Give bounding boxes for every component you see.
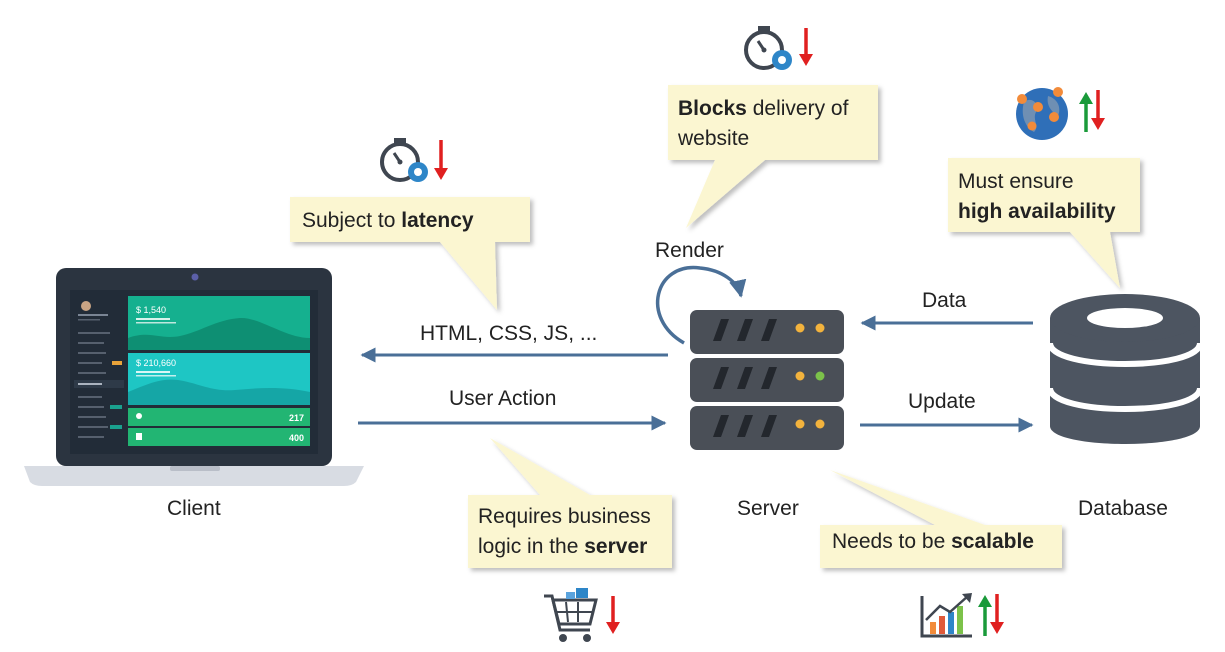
laptop-icon: $ 1,540 $ 210,660 217 400	[24, 268, 364, 486]
callout-scalable: Needs to be scalable	[832, 530, 1034, 553]
callout-scalable-shape	[820, 470, 1062, 568]
edge-label-render: Render	[655, 239, 724, 262]
laptop-stat-likes	[128, 428, 310, 446]
server-unit-2	[690, 358, 844, 402]
server-icon	[690, 310, 844, 450]
database-icon	[1047, 294, 1203, 444]
laptop-card-annual-value: $ 1,540	[136, 305, 166, 315]
server-unit-3	[690, 406, 844, 450]
callout-latency: Subject to latency	[302, 209, 474, 232]
arrow-down-icon	[434, 140, 448, 180]
stopwatch-gear-icon	[380, 138, 428, 182]
database-label: Database	[1078, 497, 1168, 520]
laptop-card-monthly-value: $ 210,660	[136, 358, 176, 368]
callout-availability-shape	[948, 158, 1140, 288]
laptop-stat-users-value: 217	[289, 413, 304, 423]
laptop-stat-likes-value: 400	[289, 433, 304, 443]
laptop-stat-users	[128, 408, 310, 426]
callout-latency-shape	[290, 197, 530, 310]
edge-label-html-css-js: HTML, CSS, JS, ...	[420, 322, 598, 345]
arrow-down-icon	[990, 594, 1004, 634]
arrow-down-icon	[799, 28, 813, 66]
growth-chart-icon	[920, 593, 972, 638]
client-label: Client	[167, 497, 221, 520]
callout-blocks-shape	[668, 85, 878, 228]
arrow-down-icon	[606, 596, 620, 634]
arrow-render-loop	[656, 265, 747, 345]
globe-pins-icon	[1016, 87, 1068, 140]
arrow-down-icon	[1091, 90, 1105, 130]
shopping-cart-icon	[544, 588, 598, 642]
callout-business-shape	[468, 438, 672, 568]
stopwatch-gear-icon	[744, 26, 792, 70]
edge-label-data: Data	[922, 289, 967, 312]
arrow-up-icon	[1079, 92, 1093, 132]
laptop-sidebar	[74, 301, 124, 438]
edge-label-update: Update	[908, 390, 976, 413]
edge-label-user-action: User Action	[449, 387, 557, 410]
arrow-up-icon	[978, 595, 992, 636]
server-unit-1	[690, 310, 844, 354]
server-label: Server	[737, 497, 799, 520]
